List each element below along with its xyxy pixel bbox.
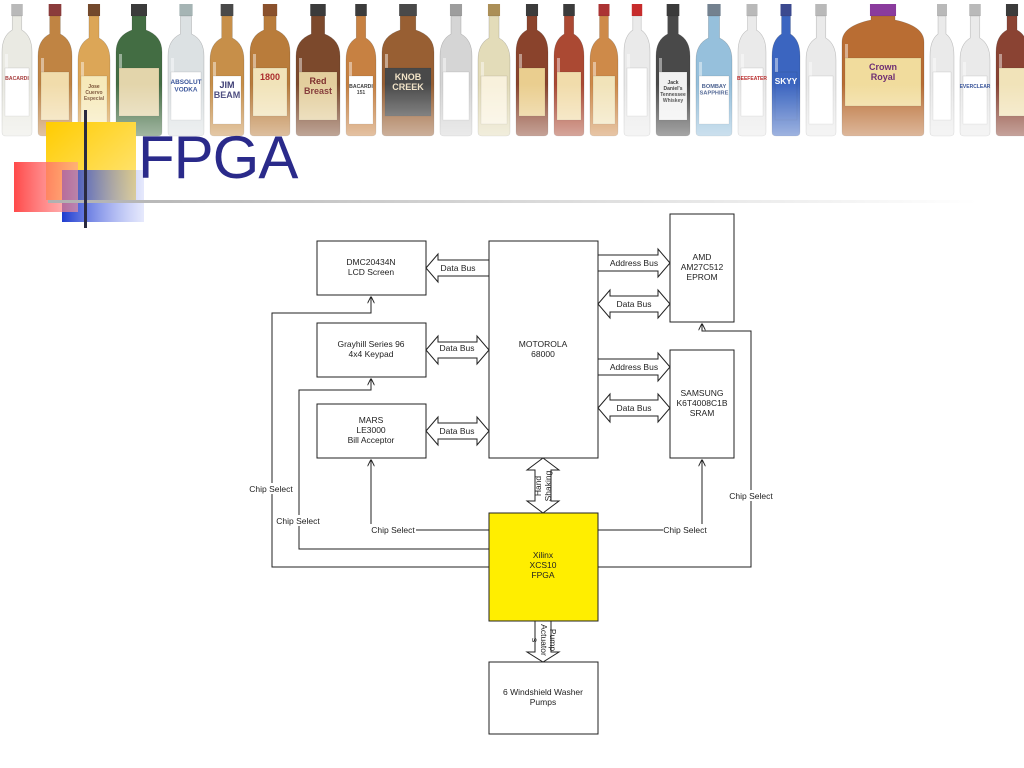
sram-data-bus-label: Data Bus xyxy=(617,403,652,413)
cs-lcd-label: Chip Select xyxy=(249,484,293,494)
deco-red-square xyxy=(14,162,78,212)
lcd-bus-label: Data Bus xyxy=(441,263,476,273)
pump-actuator-arrow xyxy=(525,620,561,663)
cs-keypad-line xyxy=(298,379,489,550)
deco-vertical-rule xyxy=(84,110,87,228)
cs-sram-line xyxy=(598,460,702,531)
cs-bill-line xyxy=(371,460,489,531)
pumps-block xyxy=(488,661,599,735)
cs-sram-label: Chip Select xyxy=(663,525,707,535)
eprom-address-bus-arrow xyxy=(597,247,671,279)
sram-address-bus-arrow xyxy=(597,351,671,383)
cs-bill-label: Chip Select xyxy=(371,525,415,535)
banner-fade xyxy=(0,0,1024,140)
keypad-bus-arrow xyxy=(425,334,490,366)
motorola-cpu-block xyxy=(488,240,599,459)
sram-data-bus-arrow xyxy=(597,392,671,424)
sram-block xyxy=(669,349,735,459)
eprom-address-bus-label: Address Bus xyxy=(610,258,658,268)
slide-title: FPGA xyxy=(138,124,298,191)
handshaking-label: HandShaking xyxy=(533,470,553,501)
title-decoration xyxy=(14,110,978,228)
bill-bus-arrow xyxy=(425,415,490,447)
bill-bus-label: Data Bus xyxy=(440,426,475,436)
cs-eprom-label: Chip Select xyxy=(729,491,773,501)
eprom-block xyxy=(669,213,735,323)
pump-actuator-label: PumpActuators xyxy=(530,624,558,656)
lcd-screen-block xyxy=(316,240,427,296)
sram-address-bus-label: Address Bus xyxy=(610,362,658,372)
cs-eprom-line xyxy=(598,324,752,568)
bill-acceptor-block xyxy=(316,403,427,459)
fpga-block xyxy=(488,512,599,622)
eprom-data-bus-label: Data Bus xyxy=(617,299,652,309)
deco-horizontal-rule xyxy=(48,200,978,203)
handshaking-arrow xyxy=(525,457,561,514)
keypad-block xyxy=(316,322,427,378)
cs-lcd-line xyxy=(271,297,489,568)
keypad-bus-label: Data Bus xyxy=(440,343,475,353)
lcd-bus-arrow xyxy=(425,252,490,284)
eprom-data-bus-arrow xyxy=(597,288,671,320)
cs-keypad-label: Chip Select xyxy=(276,516,320,526)
